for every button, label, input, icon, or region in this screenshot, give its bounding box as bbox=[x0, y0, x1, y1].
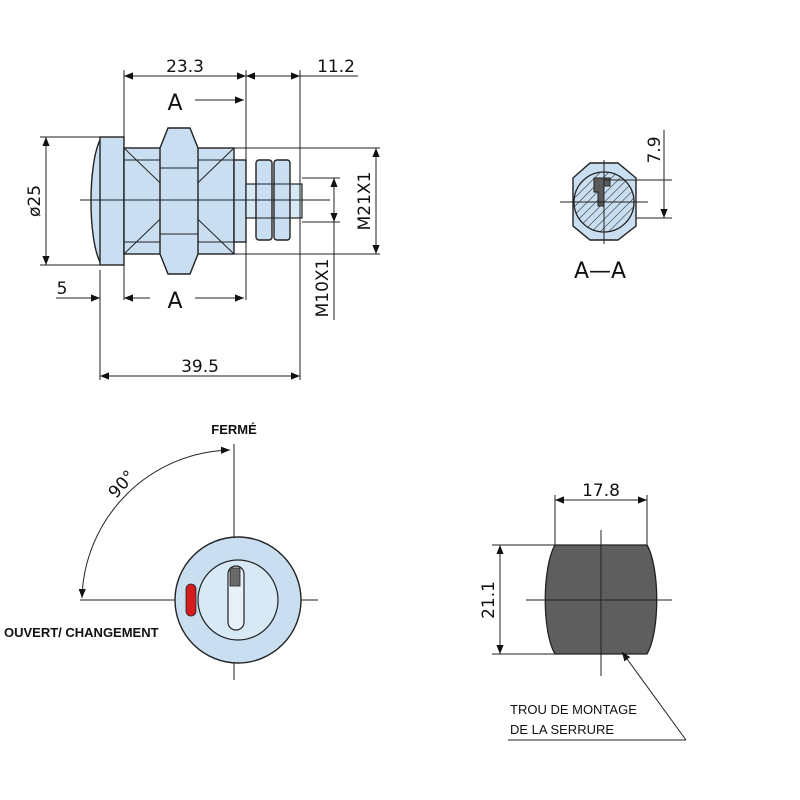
side-view: 23.3 11.2 A A ø25 M21X1 M10X1 5 39.5 bbox=[25, 57, 380, 380]
section-caption: A—A bbox=[574, 259, 626, 284]
dim-5: 5 bbox=[57, 279, 68, 299]
front-view: FERMÉ 90° OUVERT/ CHANGEMENT bbox=[4, 422, 318, 680]
body-hex-nut bbox=[159, 127, 199, 275]
label-ferme: FERMÉ bbox=[211, 422, 257, 437]
section-label-a-bottom: A bbox=[167, 289, 182, 314]
dim-11-2: 11.2 bbox=[317, 57, 355, 77]
dim-39-5: 39.5 bbox=[181, 357, 219, 377]
section-view-a-a: 7.9 A—A bbox=[560, 130, 672, 284]
key-insert bbox=[229, 567, 241, 587]
dim-m10: M10X1 bbox=[313, 259, 333, 318]
dim-diameter-25: ø25 bbox=[25, 185, 45, 217]
dim-7-9: 7.9 bbox=[645, 136, 665, 163]
leader-line bbox=[621, 651, 687, 741]
angle-90: 90° bbox=[105, 467, 140, 503]
lock-front-flange bbox=[99, 136, 125, 266]
mounting-hole-view: 17.8 21.1 TROU DE MONTAGE DE LA SERRURE bbox=[479, 481, 687, 741]
open-indicator bbox=[185, 583, 197, 617]
note-line-1: TROU DE MONTAGE bbox=[510, 702, 637, 717]
note-line-2: DE LA SERRURE bbox=[510, 722, 614, 737]
dim-23-3: 23.3 bbox=[166, 57, 204, 77]
dim-17-8: 17.8 bbox=[582, 481, 620, 501]
label-ouvert: OUVERT/ CHANGEMENT bbox=[4, 625, 159, 640]
dim-m21: M21X1 bbox=[355, 172, 375, 231]
section-label-a-top: A bbox=[167, 91, 182, 116]
rotation-arc bbox=[78, 446, 231, 599]
dim-21-1: 21.1 bbox=[479, 581, 499, 619]
lock-rear-step bbox=[233, 159, 247, 243]
